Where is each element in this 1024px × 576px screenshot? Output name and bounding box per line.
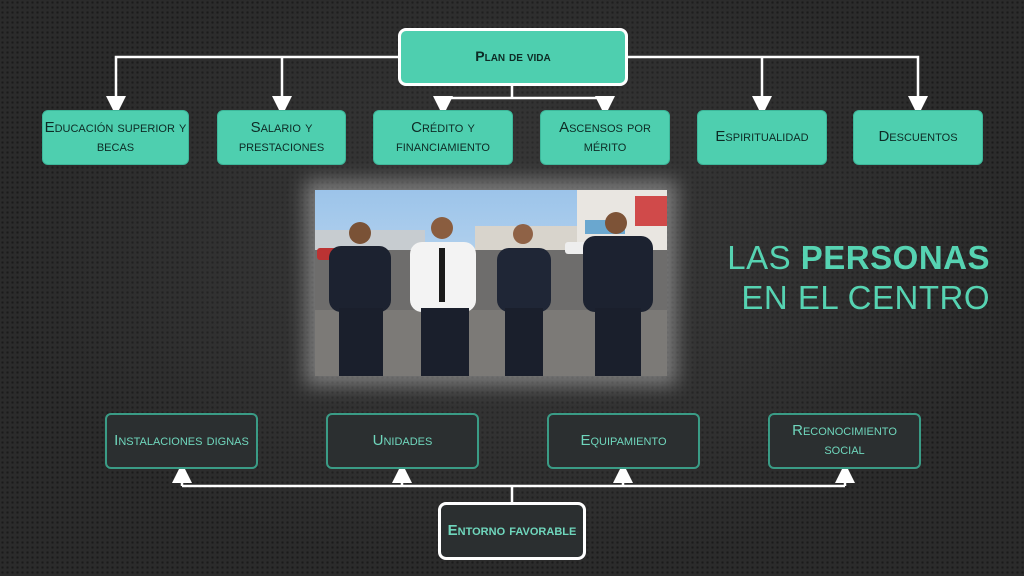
officers-photo: [315, 190, 667, 376]
credito-label: Crédito y financiamiento: [396, 118, 490, 155]
ascensos-label: Ascensos por mérito: [559, 118, 651, 155]
plan-de-vida-label: Plan de vida: [475, 48, 551, 65]
equipamiento-node: Equipamiento: [547, 413, 700, 469]
unidades-label: Unidades: [372, 431, 433, 449]
headline-line-1: LAS PERSONAS: [700, 238, 990, 278]
instalaciones-node: Instalaciones dignas: [105, 413, 258, 469]
headline-line-2: EN EL CENTRO: [741, 279, 990, 316]
headline-prefix: LAS: [727, 239, 801, 276]
reconocimiento-label: Reconocimiento social: [792, 422, 897, 458]
salario-label: Salario y prestaciones: [238, 118, 325, 155]
entorno-favorable-node: Entorno favorable: [438, 502, 586, 560]
equipamiento-label: Equipamiento: [580, 431, 667, 449]
headline-emphasis: PERSONAS: [800, 239, 990, 276]
espiritualidad-label: Espiritualidad: [715, 128, 809, 146]
reconocimiento-node: Reconocimiento social: [768, 413, 921, 469]
credito-node: Crédito y financiamiento: [373, 110, 513, 165]
instalaciones-label: Instalaciones dignas: [114, 431, 249, 449]
descuentos-node: Descuentos: [853, 110, 983, 165]
descuentos-label: Descuentos: [878, 128, 958, 146]
educacion-node: Educación superior y becas: [42, 110, 189, 165]
salario-node: Salario y prestaciones: [217, 110, 346, 165]
plan-de-vida-node: Plan de vida: [398, 28, 628, 86]
educacion-label: Educación superior y becas: [44, 118, 187, 155]
unidades-node: Unidades: [326, 413, 479, 469]
ascensos-node: Ascensos por mérito: [540, 110, 670, 165]
entorno-favorable-label: Entorno favorable: [447, 521, 577, 539]
officers-photo-image: [315, 190, 667, 376]
espiritualidad-node: Espiritualidad: [697, 110, 827, 165]
headline: LAS PERSONAS EN EL CENTRO: [700, 238, 990, 318]
